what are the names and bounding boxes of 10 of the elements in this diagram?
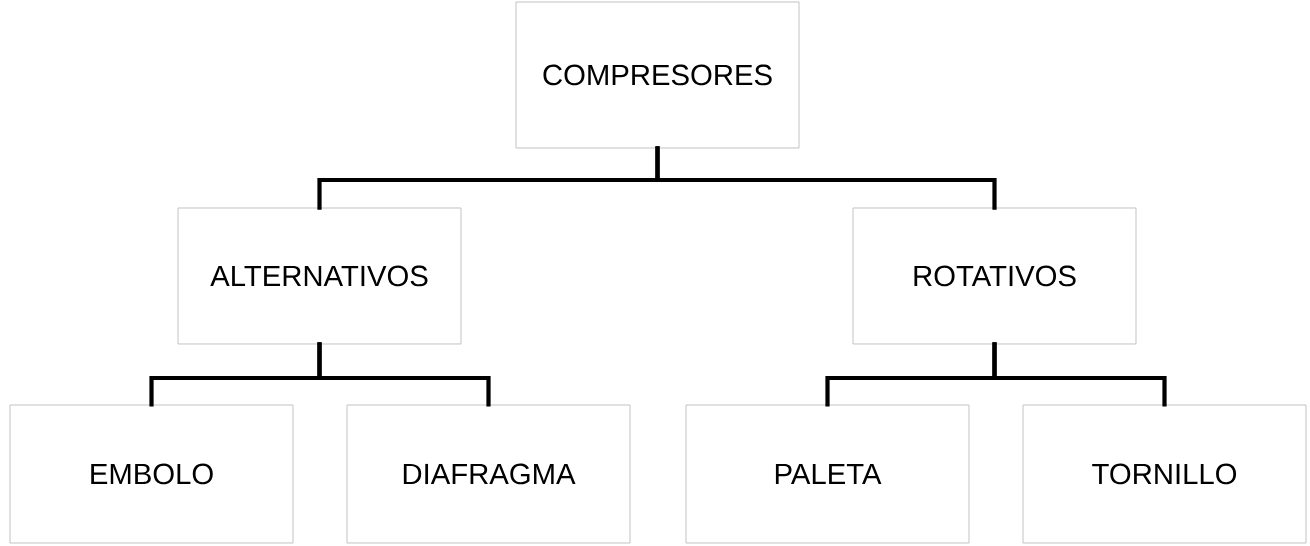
process-box: EMBOLO [9,404,294,544]
process-box: TORNILLO [1022,404,1307,544]
connector-line [992,342,1167,407]
process-box: ALTERNATIVOS [177,207,462,345]
process-box: PALETA [685,404,970,544]
connector-line [317,342,491,407]
connector-line [655,146,997,210]
process-box: DIAFRAGMA [346,404,631,544]
process-box: ROTATIVOS [852,207,1137,345]
process-box: COMPRESORES [515,1,800,149]
